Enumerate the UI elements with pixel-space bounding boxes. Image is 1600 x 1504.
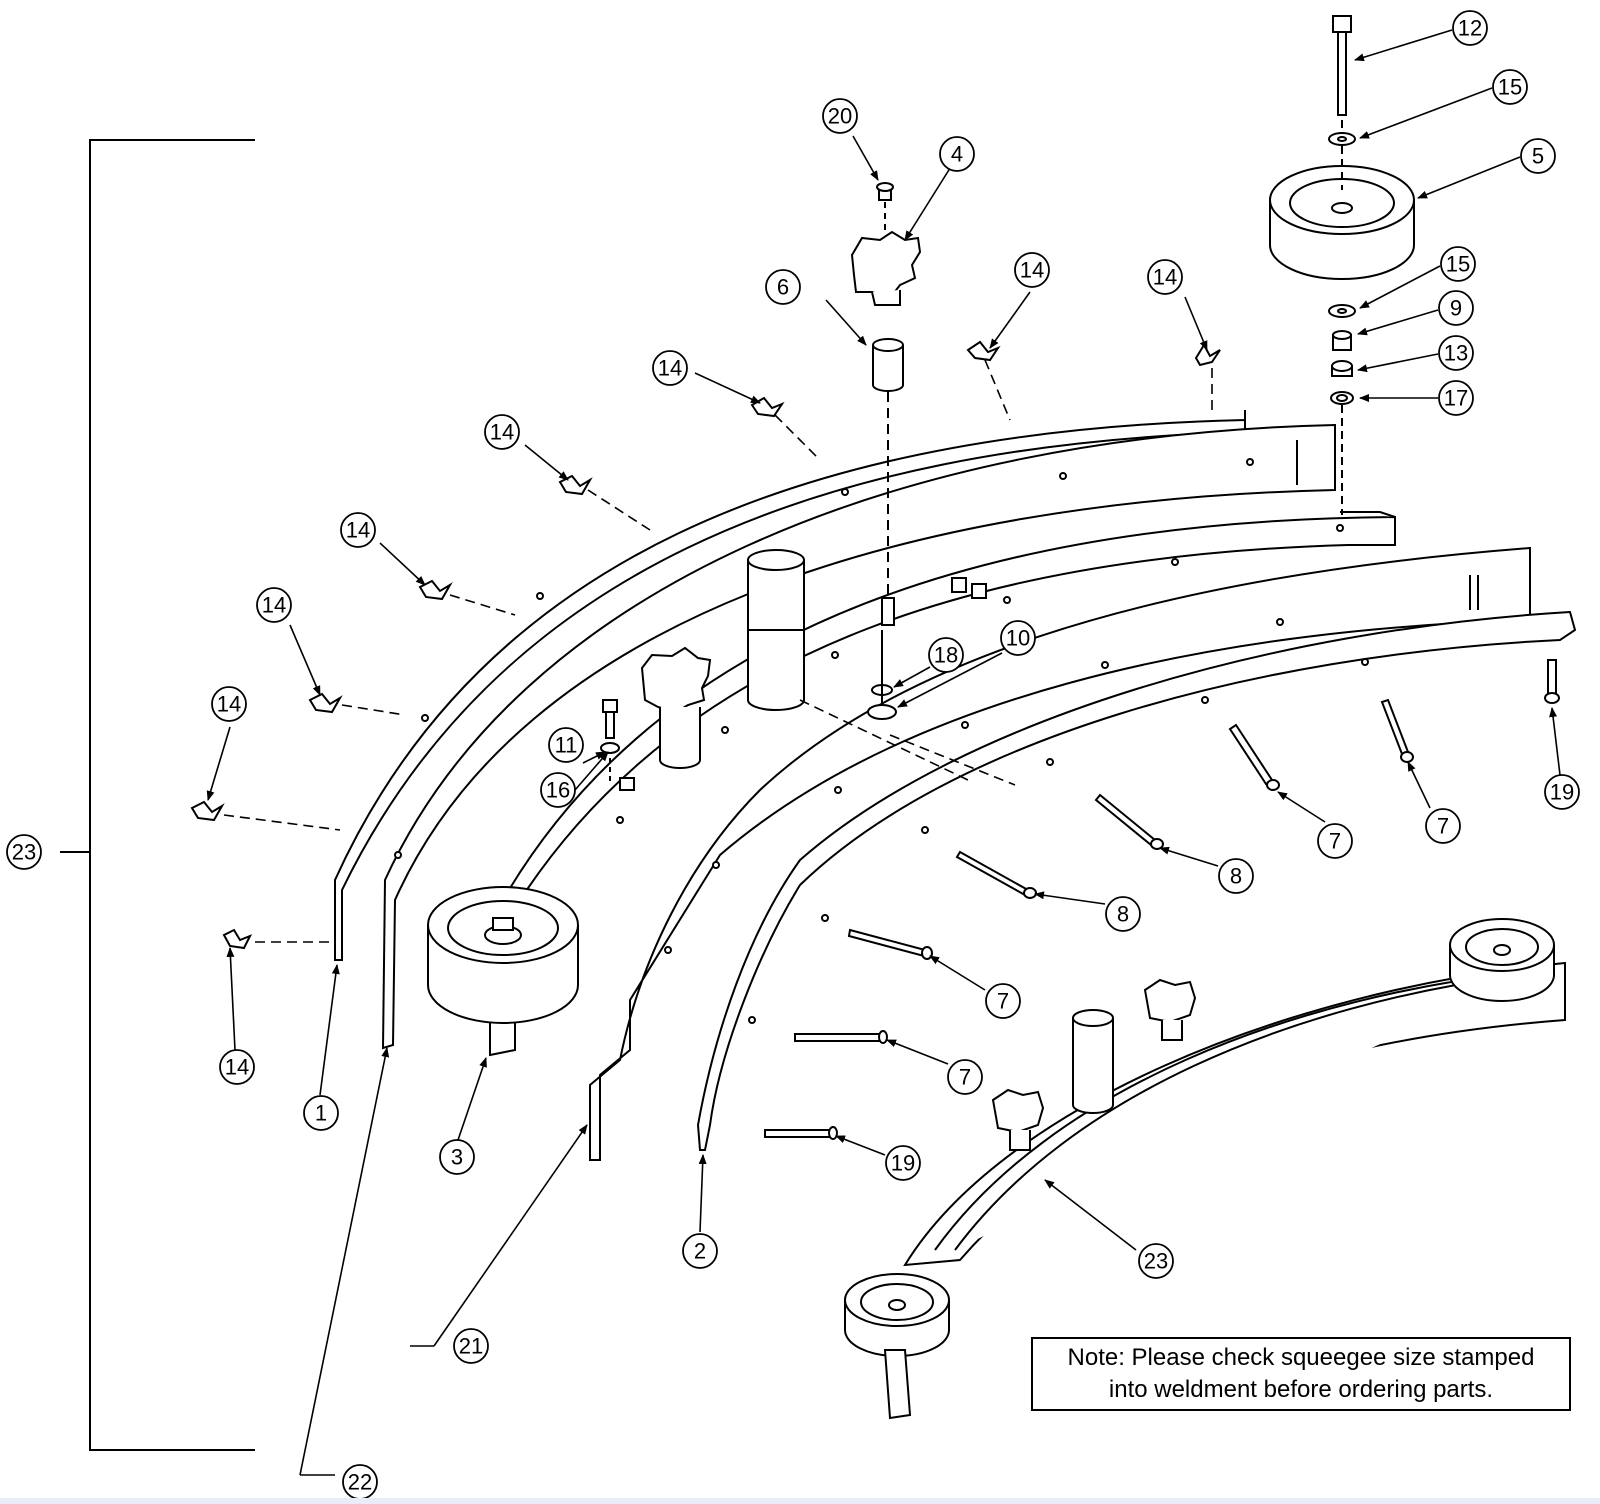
callout-5: 5 — [1520, 138, 1556, 174]
callout-23: 23 — [1138, 1243, 1174, 1279]
svg-text:15: 15 — [1498, 75, 1522, 100]
svg-text:16: 16 — [546, 778, 570, 803]
svg-text:14: 14 — [262, 593, 286, 618]
callout-7: 7 — [985, 983, 1021, 1019]
svg-text:5: 5 — [1532, 144, 1544, 169]
svg-text:14: 14 — [1020, 258, 1044, 283]
pins — [764, 659, 1560, 1140]
svg-text:20: 20 — [828, 104, 852, 129]
callout-16: 16 — [540, 772, 576, 808]
callout-15: 15 — [1492, 69, 1528, 105]
squeegee-blade-outer — [334, 410, 1246, 961]
svg-text:10: 10 — [1006, 626, 1030, 651]
assembled-squeegee — [844, 918, 1566, 1420]
callout-7: 7 — [1317, 823, 1353, 859]
callout-19: 19 — [1544, 774, 1580, 810]
bottom-edge — [0, 1498, 1600, 1504]
svg-text:19: 19 — [891, 1151, 915, 1176]
callout-20: 20 — [822, 98, 858, 134]
svg-text:7: 7 — [997, 989, 1009, 1014]
callout-8: 8 — [1218, 858, 1254, 894]
svg-text:7: 7 — [1329, 829, 1341, 854]
callout-2: 2 — [682, 1233, 718, 1269]
svg-text:23: 23 — [12, 840, 36, 865]
svg-text:3: 3 — [451, 1145, 463, 1170]
svg-text:14: 14 — [225, 1055, 249, 1080]
note-line-2: into weldment before ordering parts. — [1108, 1376, 1494, 1403]
squeegee-blade-21 — [589, 546, 1531, 1161]
callout-11: 11 — [548, 727, 584, 763]
svg-text:8: 8 — [1117, 902, 1129, 927]
leader-stubs — [300, 1345, 434, 1476]
callout-14: 14 — [219, 1049, 255, 1085]
svg-text:14: 14 — [217, 692, 241, 717]
callout-14: 14 — [1014, 252, 1050, 288]
squeegee-blade-2 — [696, 610, 1577, 1151]
knob-assembly-center — [850, 182, 922, 626]
knob-assembly-left — [600, 646, 712, 791]
callout-14: 14 — [256, 587, 292, 623]
svg-text:22: 22 — [348, 1470, 372, 1495]
svg-text:12: 12 — [1458, 16, 1482, 41]
svg-text:2: 2 — [694, 1239, 706, 1264]
callout-10: 10 — [1000, 620, 1036, 656]
caster-wheel-top — [1269, 165, 1415, 280]
ordering-note: Note: Please check squeegee size stamped… — [1031, 1337, 1571, 1411]
bolt-12 — [1332, 15, 1352, 190]
svg-text:13: 13 — [1444, 341, 1468, 366]
svg-text:4: 4 — [951, 142, 963, 167]
svg-text:8: 8 — [1230, 864, 1242, 889]
svg-text:18: 18 — [934, 643, 958, 668]
callout-7: 7 — [947, 1059, 983, 1095]
svg-text:1: 1 — [315, 1101, 327, 1126]
mounting-tube — [747, 549, 805, 711]
squeegee-blade-22 — [381, 423, 1336, 1050]
callout-1: 1 — [303, 1095, 339, 1131]
callout-17: 17 — [1438, 380, 1474, 416]
svg-text:23: 23 — [1144, 1249, 1168, 1274]
svg-text:9: 9 — [1450, 296, 1462, 321]
callout-19: 19 — [885, 1145, 921, 1181]
callout-14: 14 — [1147, 259, 1183, 295]
callout-15: 15 — [1440, 246, 1476, 282]
svg-text:11: 11 — [555, 733, 578, 758]
callout-9: 9 — [1438, 290, 1474, 326]
callout-6: 6 — [765, 269, 801, 305]
washers-stack — [1328, 132, 1356, 515]
svg-text:14: 14 — [658, 356, 682, 381]
callout-23: 23 — [6, 834, 42, 870]
svg-text:17: 17 — [1444, 386, 1468, 411]
svg-text:7: 7 — [959, 1065, 971, 1090]
svg-text:15: 15 — [1446, 252, 1470, 277]
caster-wheel-left — [427, 886, 579, 1057]
callout-14: 14 — [652, 350, 688, 386]
callout-12: 12 — [1452, 10, 1488, 46]
callout-7: 7 — [1425, 808, 1461, 844]
svg-text:21: 21 — [459, 1334, 483, 1359]
callout-22: 22 — [342, 1464, 378, 1500]
svg-text:7: 7 — [1437, 814, 1449, 839]
callout-21: 21 — [453, 1328, 489, 1364]
dashed-leaders — [223, 359, 1213, 943]
spacer-hardware — [867, 577, 987, 720]
callout-8: 8 — [1105, 896, 1141, 932]
callout-13: 13 — [1438, 335, 1474, 371]
callout-14: 14 — [211, 686, 247, 722]
callout-14: 14 — [340, 512, 376, 548]
leader-arrows — [206, 29, 1561, 1476]
callout-14: 14 — [484, 414, 520, 450]
svg-text:14: 14 — [1153, 265, 1177, 290]
note-line-1: Note: Please check squeegee size stamped — [1067, 1344, 1535, 1371]
svg-text:6: 6 — [777, 275, 789, 300]
svg-text:14: 14 — [346, 518, 370, 543]
callout-18: 18 — [928, 637, 964, 673]
svg-text:19: 19 — [1550, 780, 1574, 805]
callout-4: 4 — [939, 136, 975, 172]
callout-3: 3 — [439, 1139, 475, 1175]
svg-text:14: 14 — [490, 420, 514, 445]
assembly-bracket — [60, 139, 255, 1451]
